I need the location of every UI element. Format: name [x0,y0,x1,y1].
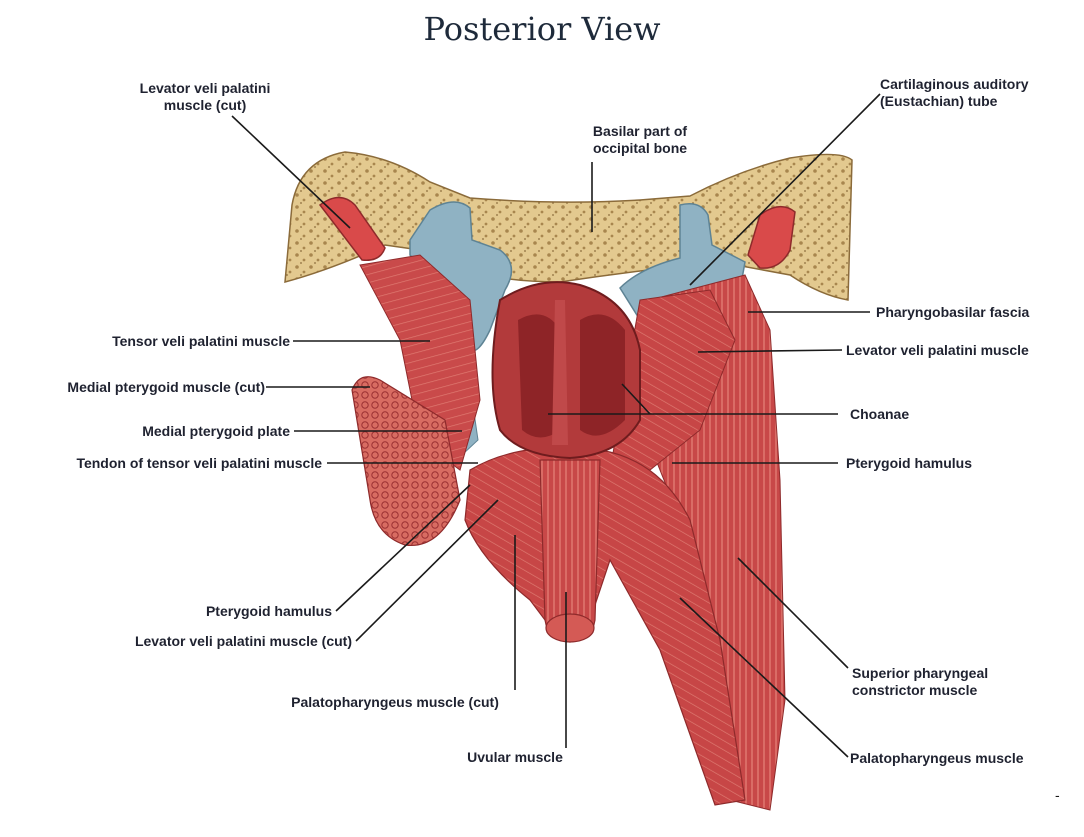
left-muscles [351,254,481,547]
label-levator-cut-bottom: Levator veli palatini muscle (cut) [134,633,352,649]
label-tensor: Tensor veli palatini muscle [112,333,290,349]
label-medial-pterygoid-muscle: Medial pterygoid muscle (cut) [67,379,265,395]
label-pharyngobasilar: Pharyngobasilar fascia [876,304,1030,320]
label-tendon-tensor: Tendon of tensor veli palatini muscle [76,455,322,471]
label-superior-constrictor: Superior pharyngeal constrictor muscle [852,665,989,698]
label-levator-cut-top: Levator veli palatini muscle (cut) [139,80,271,113]
label-uvular: Uvular muscle [467,749,563,765]
label-levator-right: Levator veli palatini muscle [846,342,1029,358]
leader-lines [231,93,881,758]
label-medial-pterygoid-plate: Medial pterygoid plate [142,423,290,439]
label-palatopharyngeus: Palatopharyngeus muscle [850,750,1024,766]
diagram-title: Posterior View [423,10,661,48]
label-hamulus-left: Pterygoid hamulus [205,603,332,619]
label-hamulus-right: Pterygoid hamulus [846,455,973,471]
choanae-cavity [491,281,641,460]
uvula [539,459,601,643]
levator-cut-stumps [318,196,796,269]
small-dash-mark: - [1055,787,1060,803]
label-palatopharyngeus-cut: Palatopharyngeus muscle (cut) [291,694,499,710]
label-cartilaginous: Cartilaginous auditory (Eustachian) tube [880,76,1029,109]
label-choanae: Choanae [850,406,910,422]
right-muscles [609,274,786,811]
label-basilar: Basilar part of occipital bone [592,123,688,156]
